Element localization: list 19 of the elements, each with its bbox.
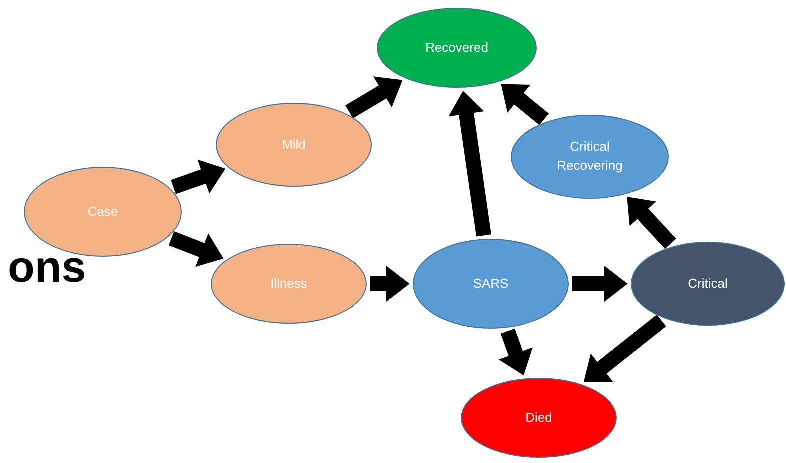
block-arrow [501, 84, 549, 126]
block-arrow [498, 328, 533, 376]
state-label: Illness [270, 274, 308, 293]
block-arrow [448, 91, 492, 237]
block-arrow [572, 266, 628, 302]
block-arrow [370, 266, 410, 302]
state-label: Recovered [426, 38, 488, 57]
state-label: SARS [473, 274, 509, 293]
state-label: Critical Recovering [556, 138, 624, 175]
state-label: Critical [688, 274, 728, 293]
block-arrow [171, 160, 226, 194]
block-arrow [168, 232, 224, 268]
state-label: Died [526, 408, 552, 427]
block-arrow [584, 314, 666, 382]
state-label: Case [88, 202, 118, 221]
block-arrow [627, 197, 676, 250]
block-arrow [346, 76, 403, 118]
state-label: Mild [282, 136, 306, 154]
title-fragment: ons [8, 244, 86, 292]
